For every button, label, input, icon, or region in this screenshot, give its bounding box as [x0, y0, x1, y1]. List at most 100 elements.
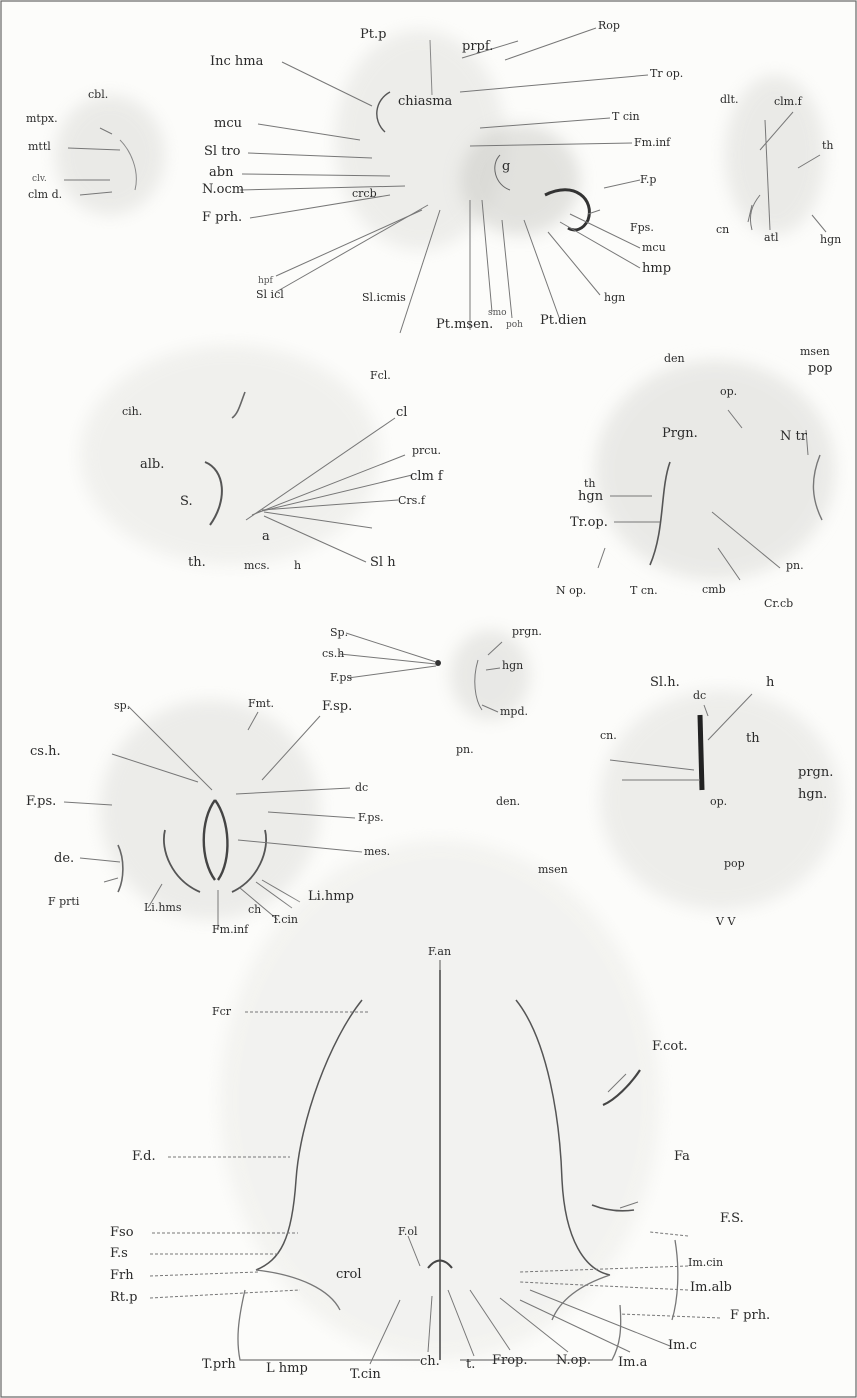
label-fs: F.s	[110, 1247, 128, 1261]
label-fan: F.an	[428, 946, 451, 958]
label-f-prh: F prh.	[202, 211, 242, 225]
label-dlt: dlt.	[720, 94, 738, 106]
label-chiasma: chiasma	[398, 95, 452, 109]
label-tr-op-fig2: Tr.op.	[570, 516, 608, 530]
label-sl-h: Sl h	[370, 556, 396, 570]
label-fcl: Fcl.	[370, 370, 391, 382]
figure-4-drawing	[150, 840, 720, 1364]
label-f-cot: F.cot.	[652, 1040, 688, 1054]
label-mtpx: mtpx.	[26, 113, 58, 125]
label-prgn: Prgn.	[662, 427, 698, 441]
label-cmb: cmb	[702, 584, 726, 596]
label-fa: Fa	[674, 1150, 690, 1164]
label-prcu: prcu.	[412, 445, 441, 457]
label-t: t.	[466, 1358, 475, 1372]
label-mcu-left: mcu	[214, 117, 242, 131]
label-ch-fig3: ch	[248, 904, 261, 916]
label-h-fig3: h	[766, 676, 774, 690]
label-sl-icmis: Sl.icmis	[362, 292, 406, 304]
label-sp: Sp.	[330, 627, 348, 639]
label-g: g	[502, 160, 510, 174]
label-t-cn: T cn.	[630, 585, 658, 597]
label-cr-cb: Cr.cb	[764, 598, 793, 610]
label-tr-op: Tr op.	[650, 68, 683, 80]
label-frh: Frh	[110, 1269, 134, 1283]
label-sl-h-fig3: Sl.h.	[650, 676, 680, 690]
label-im-a: Im.a	[618, 1356, 647, 1370]
label-hgn-fig2: hgn	[578, 490, 603, 504]
label-pop: pop	[808, 362, 832, 376]
label-f-ps: Fps.	[630, 222, 654, 234]
label-sl-tro: Sl tro	[204, 145, 240, 159]
label-pop-fig3: pop	[724, 858, 745, 870]
label-t-prh: T.prh	[202, 1358, 236, 1372]
label-clv: clv.	[32, 174, 47, 184]
label-fmt: Fmt.	[248, 698, 274, 710]
label-li-hmp: Li.hmp	[308, 890, 354, 904]
label-li-hms: Li.hms	[144, 902, 181, 914]
label-fso: Fso	[110, 1226, 134, 1240]
label-t-cin-fig3: T.cin	[272, 914, 298, 926]
label-clm-f-inset: clm.f	[774, 96, 802, 108]
label-atl: atl	[764, 232, 779, 244]
label-cbl: cbl.	[88, 89, 108, 101]
label-rtp: Rt.p	[110, 1291, 137, 1305]
label-dc-r: dc	[693, 690, 706, 702]
label-f-s-right: F.S.	[720, 1212, 744, 1226]
label-f-p: F.p	[640, 174, 656, 186]
label-csh: cs.h	[322, 648, 344, 660]
label-sp2: sp.	[114, 700, 130, 712]
label-frop: Frop.	[492, 1354, 528, 1368]
label-im-c: Im.c	[668, 1339, 697, 1353]
label-de: de.	[54, 852, 74, 866]
label-fm-inf: Fm.inf	[634, 137, 670, 149]
figure-1-drawing	[55, 28, 826, 333]
label-f-ps-right: F.ps.	[358, 812, 384, 824]
label-crs-f: Crs.f	[398, 495, 425, 507]
label-n-op: N op.	[556, 585, 586, 597]
label-sl-icl: Sl icl	[256, 289, 284, 301]
label-mes: mes.	[364, 846, 390, 858]
label-hgn-fig3: hgn	[502, 660, 523, 672]
label-poh: poh	[506, 320, 523, 330]
label-f-sp: F.sp.	[322, 700, 352, 714]
label-th-inset: th	[822, 140, 834, 152]
label-msen-fig3: msen	[538, 864, 568, 876]
label-prgn-fig3: prgn.	[512, 626, 542, 638]
label-prpf: prpf.	[462, 40, 493, 54]
label-cs-h: cs.h.	[30, 745, 61, 759]
label-n-tr: N tr	[780, 430, 807, 444]
label-pn-fig3: pn.	[456, 744, 474, 756]
label-pn: pn.	[786, 560, 804, 572]
label-l-hmp: L hmp	[266, 1362, 308, 1376]
label-hgn: hgn	[604, 292, 625, 304]
label-a: a	[262, 530, 270, 544]
label-f-prti: F prti	[48, 896, 79, 908]
label-fol: F.ol	[398, 1226, 418, 1238]
label-mcs: mcs.	[244, 560, 270, 572]
figure-2-drawing	[80, 345, 835, 580]
label-im-cin: Im.cin	[688, 1257, 723, 1269]
label-den: den	[664, 353, 685, 365]
label-fm-inf-fig3: Fm.inf	[212, 924, 248, 936]
label-th-fig2: th.	[188, 556, 206, 570]
label-dc: dc	[355, 782, 368, 794]
label-pt-p: Pt.p	[360, 28, 386, 42]
label-alb: alb.	[140, 458, 164, 472]
label-hgn-r: hgn.	[798, 788, 827, 802]
label-clm-f: clm f	[410, 470, 443, 484]
label-t-cin: T cin	[612, 111, 640, 123]
label-pt-msen: Pt.msen.	[436, 318, 493, 332]
label-s: S.	[180, 495, 193, 509]
label-hgn-inset: hgn	[820, 234, 841, 246]
label-mttl: mttl	[28, 141, 51, 153]
label-mpd: mpd.	[500, 706, 528, 718]
label-pt-dien: Pt.dien	[540, 314, 587, 328]
label-n-op-fig4: N.op.	[556, 1354, 591, 1368]
label-fd: F.d.	[132, 1150, 156, 1164]
label-clm-d: clm d.	[28, 189, 62, 201]
label-msen: msen	[800, 346, 830, 358]
label-crol: crol	[336, 1268, 361, 1282]
label-cn: cn	[716, 224, 729, 236]
label-th-fig3: th	[746, 732, 760, 746]
